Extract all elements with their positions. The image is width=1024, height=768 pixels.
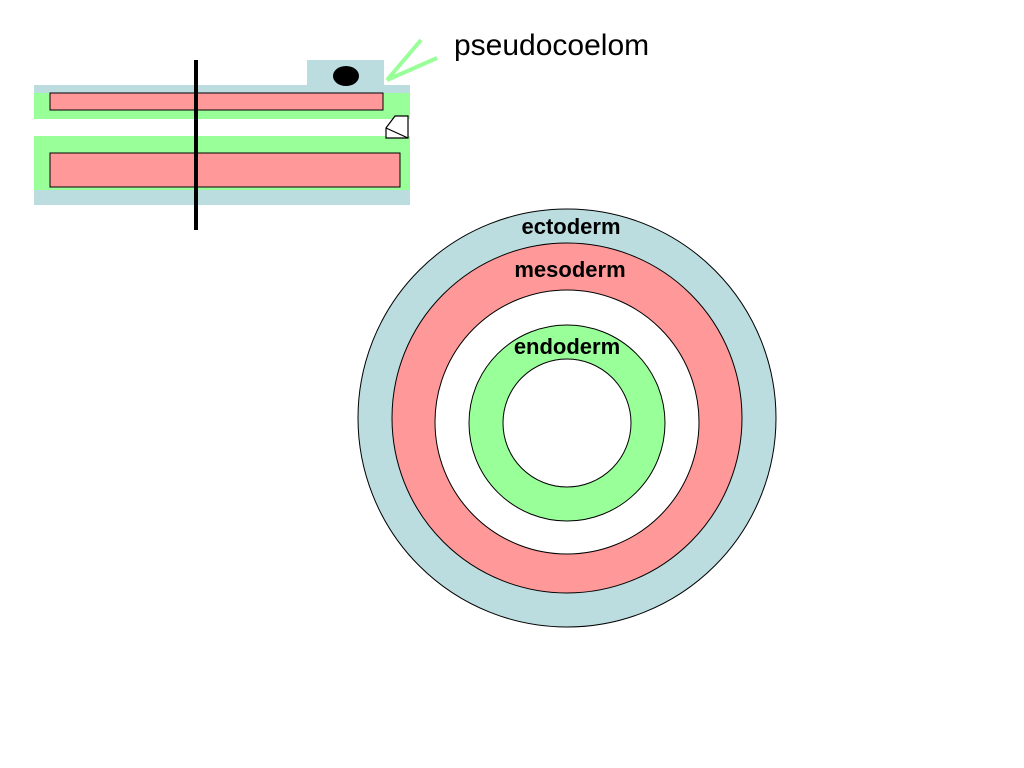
pointer-line-lower: [386, 56, 438, 82]
cross-section: [357, 208, 777, 628]
nerve-cord-dot: [333, 66, 359, 86]
pseudocoelom-label: pseudocoelom: [454, 29, 649, 62]
mesoderm-label: mesoderm: [514, 257, 625, 282]
pointer-line-upper: [385, 38, 423, 82]
mesoderm-band-bottom: [49, 152, 401, 188]
gut-opening-arrow: [385, 115, 409, 139]
endoderm-label: endoderm: [514, 334, 620, 359]
gut-opening-arrow-diagonal: [385, 127, 409, 139]
ectoderm-label: ectoderm: [521, 214, 620, 239]
longitudinal-section: [34, 60, 410, 230]
mesoderm-band-top: [49, 92, 384, 111]
pseudocoelom-pointer: [385, 38, 438, 82]
gut-lumen: [502, 358, 632, 488]
